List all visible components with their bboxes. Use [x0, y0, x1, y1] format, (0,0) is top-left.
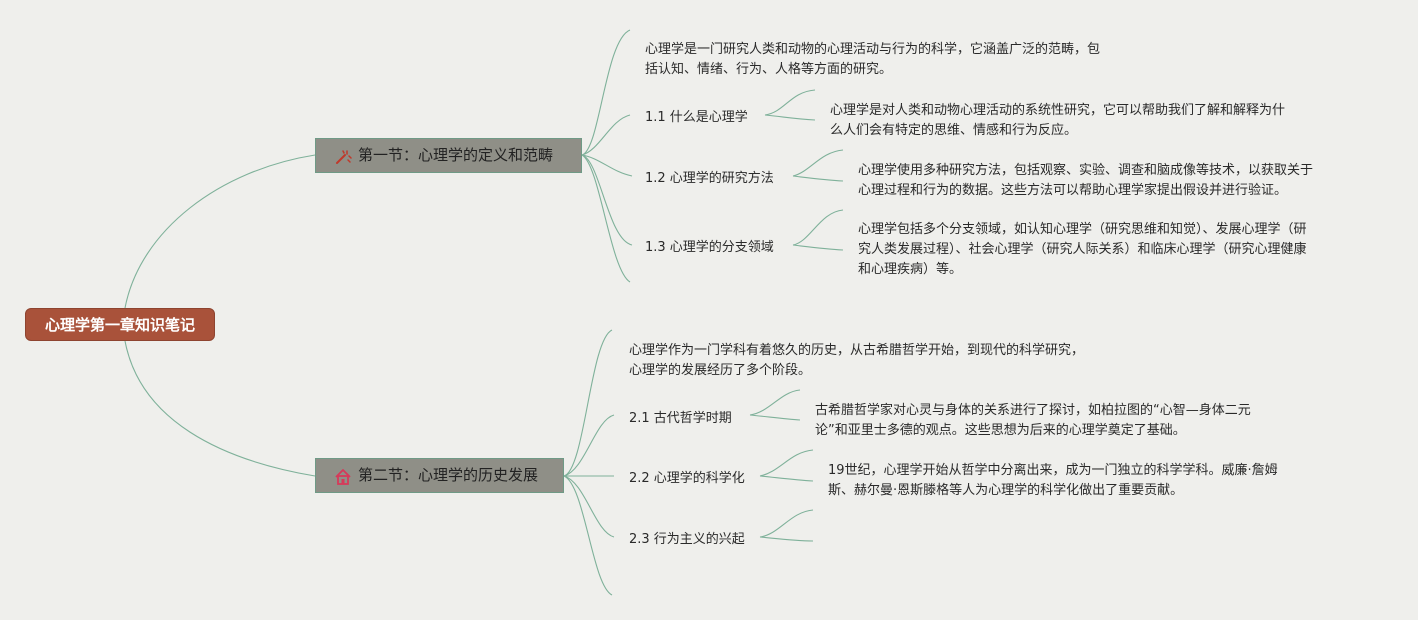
root-node[interactable]: 心理学第一章知识笔记 [25, 308, 215, 341]
subtopic-1-1[interactable]: 1.1 什么是心理学 [645, 110, 748, 125]
subtopic-note[interactable]: 古希腊哲学家对心灵与身体的关系进行了探讨，如柏拉图的“心智—身体二元 论”和亚里… [815, 403, 1251, 438]
link-s2-note1 [749, 389, 801, 416]
link-s1-item2 [581, 154, 633, 177]
link-s1-intro [581, 29, 631, 156]
link-s2-intro [563, 329, 613, 477]
subtopic-1-2[interactable]: 1.2 心理学的研究方法 [645, 171, 774, 186]
home-icon [334, 465, 352, 485]
subtopic-2-2[interactable]: 2.2 心理学的科学化 [629, 471, 745, 486]
link-s2-note3 [759, 509, 814, 538]
section-node-definition[interactable]: 第一节：心理学的定义和范畴 [315, 138, 582, 173]
link-s1-note2b [792, 175, 844, 182]
section-intro[interactable]: 心理学作为一门学科有着悠久的历史，从古希腊哲学开始，到现代的科学研究， 心理学的… [629, 343, 1085, 378]
link-s1-note3 [792, 209, 844, 246]
subtopic-1-3[interactable]: 1.3 心理学的分支领域 [645, 240, 774, 255]
link-s1-note1b [764, 114, 816, 121]
subtopic-2-3[interactable]: 2.3 行为主义的兴起 [629, 532, 745, 547]
link-s1-item3 [581, 154, 633, 246]
link-root-s2 [124, 340, 316, 477]
link-s2-note1b [749, 414, 801, 421]
link-s2-note2b [759, 475, 814, 482]
link-root-s1 [124, 154, 316, 309]
link-s2-note3b [759, 536, 814, 542]
link-s1-note3b [792, 244, 844, 251]
section-title: 第一节：心理学的定义和范畴 [358, 146, 554, 164]
link-s2-note2 [759, 449, 814, 477]
link-s2-item1 [563, 414, 615, 477]
magic-wand-icon [334, 145, 352, 164]
subtopic-note[interactable]: 心理学包括多个分支领域，如认知心理学（研究思维和知觉）、发展心理学（研 究人类发… [858, 222, 1307, 277]
link-s1-bottom [581, 154, 631, 283]
link-s1-item1 [581, 114, 631, 156]
subtopic-note[interactable]: 19世纪，心理学开始从哲学中分离出来，成为一门独立的科学学科。威廉·詹姆 斯、赫… [828, 463, 1278, 498]
link-s1-note1 [764, 89, 816, 116]
link-s2-item3 [563, 475, 615, 538]
section-title: 第二节：心理学的历史发展 [358, 466, 539, 484]
subtopic-note[interactable]: 心理学是对人类和动物心理活动的系统性研究，它可以帮助我们了解和解释为什 么人们会… [830, 103, 1286, 138]
subtopic-note[interactable]: 心理学使用多种研究方法，包括观察、实验、调查和脑成像等技术，以获取关于 心理过程… [858, 163, 1314, 198]
subtopic-2-1[interactable]: 2.1 古代哲学时期 [629, 411, 732, 426]
link-s1-note2 [792, 149, 844, 177]
link-s2-bottom [563, 475, 613, 596]
section-intro[interactable]: 心理学是一门研究人类和动物的心理活动与行为的科学，它涵盖广泛的范畴，包 括认知、… [645, 42, 1101, 77]
section-node-history[interactable]: 第二节：心理学的历史发展 [315, 458, 564, 493]
